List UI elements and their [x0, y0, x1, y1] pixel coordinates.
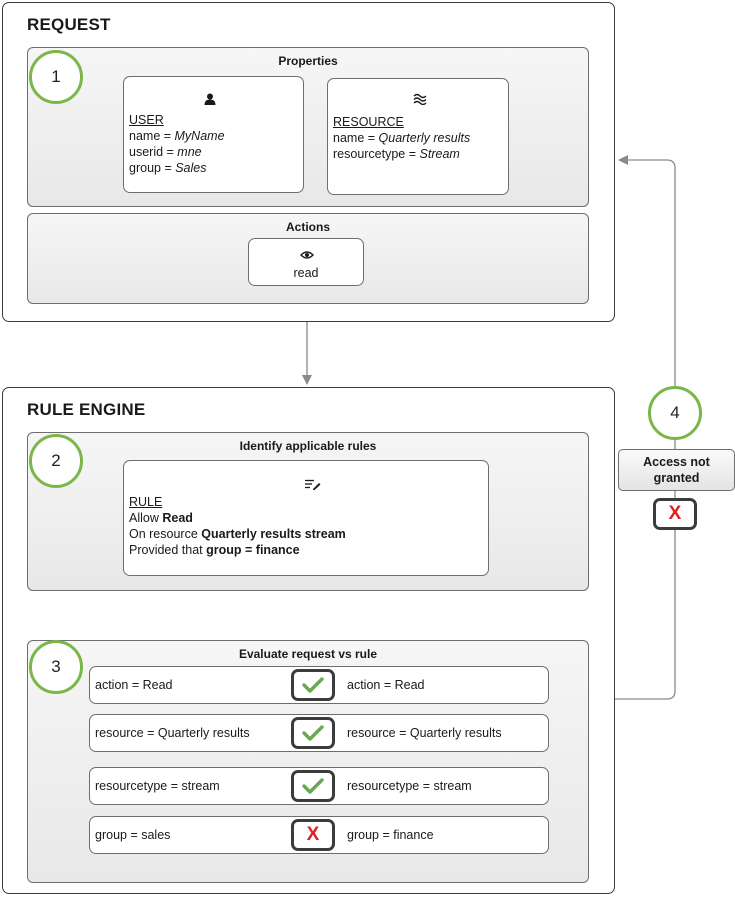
step-circle-4: 4 [648, 386, 702, 440]
rule-line-allow: Allow Read [129, 511, 193, 525]
properties-panel: Properties USER name = MyName userid = m… [27, 47, 589, 207]
rule-header: RULE [129, 495, 163, 509]
user-field-name: name = MyName [129, 129, 225, 143]
user-header: USER [129, 113, 164, 127]
stream-icon [413, 93, 427, 105]
identify-rules-title: Identify applicable rules [239, 439, 377, 453]
rule-line-resource: On resource Quarterly results stream [129, 527, 346, 541]
action-label: read [293, 266, 319, 280]
rule-value: action = Read [347, 678, 425, 692]
rule-engine-box: RULE ENGINE Identify applicable rules RU… [2, 387, 615, 894]
rule-value: group = finance [347, 828, 434, 842]
evaluate-row-resourcetype: resourcetype = stream resourcetype = str… [89, 767, 549, 805]
resource-field-type: resourcetype = Stream [333, 147, 460, 161]
eye-icon [300, 251, 314, 259]
check-icon [302, 725, 324, 741]
evaluate-row-group: group = sales X group = finance [89, 816, 549, 854]
rule-engine-title: RULE ENGINE [27, 400, 146, 419]
cross-icon: X [306, 824, 320, 845]
request-value: resource = Quarterly results [95, 726, 250, 740]
check-badge [291, 717, 335, 749]
user-icon [204, 93, 216, 105]
evaluate-title: Evaluate request vs rule [238, 647, 378, 661]
evaluate-row-action: action = Read action = Read [89, 666, 549, 704]
access-not-granted-label: Access not granted [618, 449, 735, 491]
rule-value: resource = Quarterly results [347, 726, 502, 740]
user-field-group: group = Sales [129, 161, 207, 175]
step-circle-3: 3 [29, 640, 83, 694]
request-box: REQUEST Properties USER name = MyName us… [2, 2, 615, 322]
request-value: resourcetype = stream [95, 779, 220, 793]
request-title: REQUEST [27, 15, 111, 34]
check-badge [291, 669, 335, 701]
user-card: USER name = MyName userid = mne group = … [123, 76, 304, 193]
rule-line-condition: Provided that group = finance [129, 543, 300, 557]
actions-title: Actions [285, 220, 330, 234]
request-value: group = sales [95, 828, 171, 842]
resource-header: RESOURCE [333, 115, 404, 129]
rule-value: resourcetype = stream [347, 779, 472, 793]
step-circle-2: 2 [29, 434, 83, 488]
user-field-userid: userid = mne [129, 145, 202, 159]
check-icon [302, 778, 324, 794]
outcome-cross-badge: X [653, 498, 697, 530]
check-icon [302, 677, 324, 693]
resource-card: RESOURCE name = Quarterly results resour… [327, 78, 509, 195]
rule-card: RULE Allow Read On resource Quarterly re… [123, 460, 489, 576]
properties-title: Properties [278, 54, 338, 68]
check-badge [291, 770, 335, 802]
resource-field-name: name = Quarterly results [333, 131, 471, 145]
cross-icon: X [668, 503, 682, 524]
actions-panel: Actions read [27, 213, 589, 304]
evaluate-row-resource: resource = Quarterly results resource = … [89, 714, 549, 752]
evaluate-panel: Evaluate request vs rule action = Read a… [27, 640, 589, 883]
list-edit-icon [305, 479, 321, 490]
step-circle-1: 1 [29, 50, 83, 104]
cross-badge: X [291, 819, 335, 851]
identify-rules-panel: Identify applicable rules RULE Allow Rea… [27, 432, 589, 591]
request-value: action = Read [95, 678, 173, 692]
action-card: read [248, 238, 364, 286]
